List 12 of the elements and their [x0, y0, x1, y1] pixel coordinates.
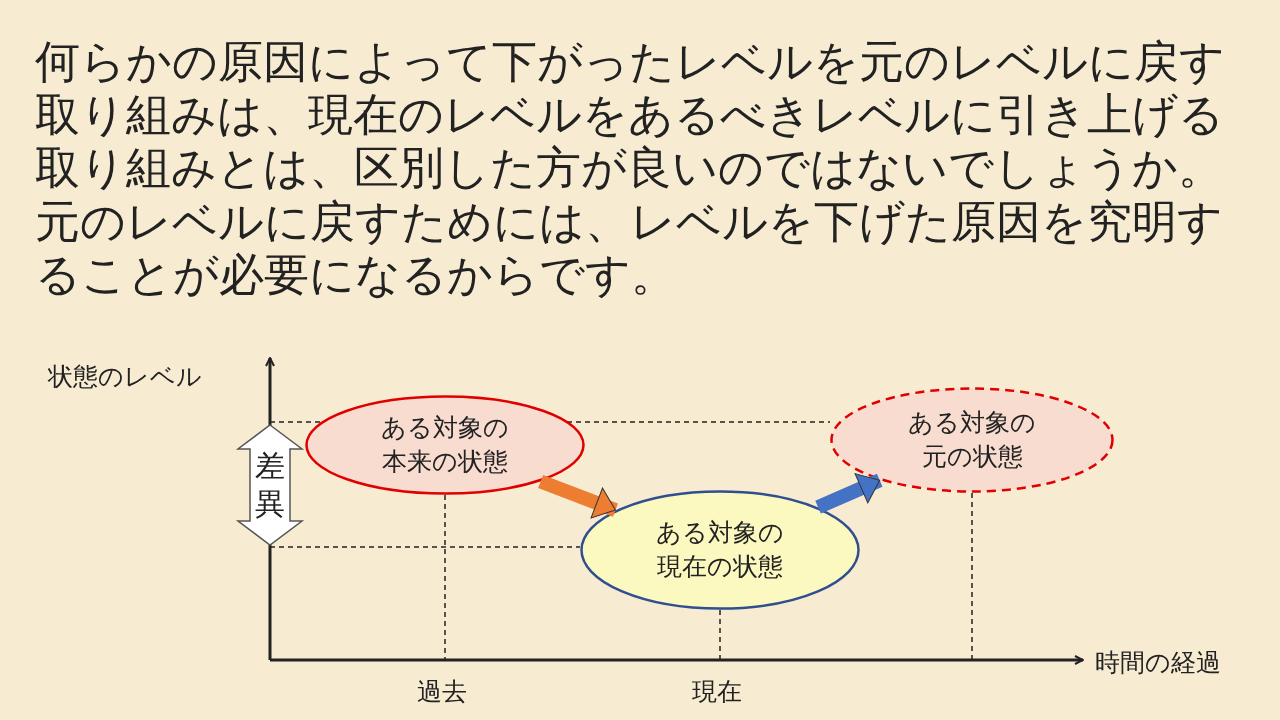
tick-label: 現在 [692, 676, 742, 708]
axis-label: 時間の経過 [1095, 647, 1221, 679]
double-arrow-shape: 差異 [238, 425, 302, 545]
state-ellipse: ある対象の本来の状態 [305, 395, 585, 495]
paragraph: 何らかの原因によって下がったレベルを元のレベルに戻す取り組みは、現在のレベルをあるべきレベルに引き上げる取り組みとは、区別した方が良いのではないでしょうか。 [35, 35, 1226, 194]
axis-label: 状態のレベル [48, 361, 202, 393]
state-ellipse: ある対象の現在の状態 [580, 490, 860, 610]
arrow [815, 473, 883, 514]
state-ellipse: ある対象の元の状態 [830, 387, 1114, 493]
arrow [538, 474, 618, 519]
tick-label: 過去 [417, 676, 467, 708]
paragraph: 元のレベルに戻すためには、レベルを下げた原因を究明することが必要になるからです。 [35, 195, 1224, 301]
